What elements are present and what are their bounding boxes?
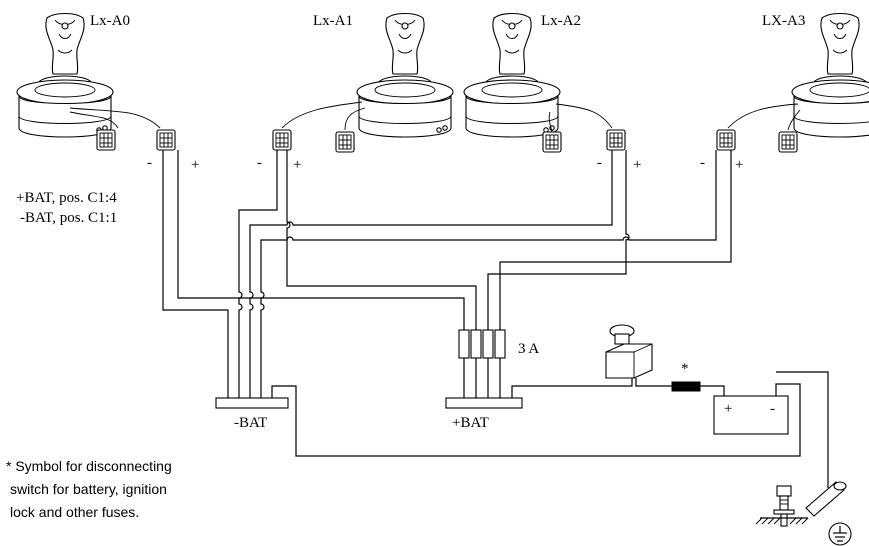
wires (162, 150, 829, 488)
footnote-line-1: * Symbol for disconnecting (6, 458, 172, 474)
footnote-line-3: lock and other fuses. (10, 504, 139, 520)
power-connector-a2 (606, 129, 626, 151)
note-bat-plus-position: +BAT, pos. C1:4 (16, 190, 117, 206)
unused-connector-a1 (335, 131, 355, 153)
unused-connector-a0 (96, 129, 116, 151)
disconnect-switch (605, 324, 653, 379)
joystick-a2: Lx-A2 (463, 12, 581, 138)
note-bat-minus-position: -BAT, pos. C1:1 (20, 210, 117, 226)
plus-bat-bus: +BAT (445, 397, 523, 431)
joystick-label-a1: Lx-A1 (313, 13, 353, 29)
polarity-marks: - + - + - + - + (147, 155, 743, 173)
joystick-label-a3: LX-A3 (762, 13, 805, 29)
plus-mark-a2: + (633, 157, 641, 173)
power-connector-a1 (272, 129, 292, 151)
minus-mark-a1: - (257, 155, 262, 171)
joystick-a1: Lx-A1 (313, 12, 454, 138)
plus-mark-a1: + (293, 157, 301, 173)
joystick-label-a2: Lx-A2 (541, 13, 581, 29)
fuse-a1 (470, 329, 482, 359)
plus-mark-a3: + (735, 157, 743, 173)
fuses-3a: 3 A (458, 329, 539, 359)
minus-bat-label: -BAT (234, 415, 267, 431)
battery-plus-mark: + (724, 401, 732, 417)
connectors (96, 129, 798, 153)
minus-mark-a2: - (597, 155, 602, 171)
footnote-line-2: switch for battery, ignition (10, 481, 167, 497)
joystick-a0: Lx-A0 (16, 12, 130, 138)
unused-connector-a3 (778, 131, 798, 153)
battery: + - (713, 395, 789, 435)
fuse-a3 (494, 329, 506, 359)
unused-connector-a2 (542, 131, 562, 153)
power-connector-a3 (716, 129, 736, 151)
fuse-a2 (482, 329, 494, 359)
joystick-label-a0: Lx-A0 (90, 13, 130, 29)
minus-bat-bus: -BAT (215, 397, 289, 431)
ground-connection (755, 481, 852, 546)
plus-bat-label: +BAT (452, 415, 489, 431)
fuse-asterisk: * (681, 361, 689, 377)
joystick-cables (69, 101, 801, 133)
fuse-a0 (458, 329, 470, 359)
joystick-a3: LX-A3 (762, 12, 869, 138)
ground-icon (828, 522, 852, 546)
minus-mark-a3: - (700, 155, 705, 171)
plus-mark-a0: + (191, 157, 199, 173)
power-connector-a0 (156, 129, 176, 151)
battery-minus-mark: - (770, 401, 775, 417)
minus-mark-a0: - (147, 155, 152, 171)
battery-fuse: * (671, 361, 701, 392)
fuse-rating-label: 3 A (518, 341, 539, 357)
footnote: * Symbol for disconnecting switch for ba… (6, 458, 172, 520)
